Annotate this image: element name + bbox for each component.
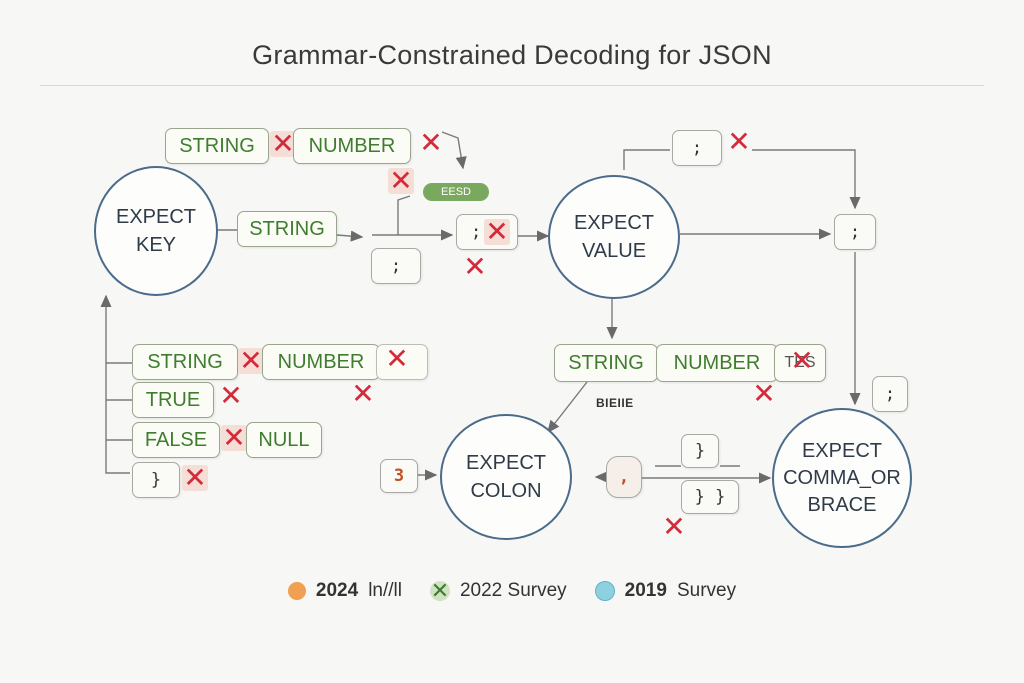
state-comma-line-1: EXPECT	[801, 439, 882, 462]
x-mark-icon: ✕	[385, 342, 409, 375]
x-mark-icon: ✕	[219, 379, 243, 412]
x-mark-icon: ✕	[270, 127, 296, 160]
token-number-value: NUMBER	[656, 344, 778, 382]
diagram-title: Grammar-Constrained Decoding for JSON	[252, 40, 772, 70]
state-value-line-1: EXPECT	[573, 212, 655, 234]
x-mark-icon: ✕	[388, 164, 414, 197]
state-key-line-1: EXPECT	[115, 206, 197, 228]
legend-dot-icon	[594, 581, 615, 601]
legend-item-2022: ✕ 2022 Survey	[429, 578, 567, 603]
edge-value-to-colon-diag	[547, 381, 588, 434]
x-mark-icon: ✕	[790, 344, 814, 377]
state-expect-value: EXPECT VALUE	[548, 175, 680, 299]
x-mark-icon: ✕	[752, 377, 776, 410]
state-comma-line-3: BRACE	[807, 493, 877, 516]
x-mark-icon: ✕	[419, 126, 443, 159]
state-colon-line-2: COLON	[470, 480, 542, 502]
token-semicolon-below: ;	[371, 248, 421, 284]
token-three: 3	[380, 459, 418, 493]
x-mark-icon: ✕	[484, 215, 510, 248]
token-colon-left	[376, 344, 428, 380]
legend-year-2024: 2024	[315, 580, 359, 601]
legend-label-2024: ln//ll	[368, 580, 402, 601]
token-tes: TES	[774, 344, 826, 382]
state-expect-comma-or-brace: EXPECT COMMA_OR BRACE	[772, 408, 912, 548]
title-divider	[40, 85, 984, 86]
token-string-key: STRING	[237, 211, 337, 247]
edge-branch-up	[397, 195, 411, 235]
legend-year-2019: 2019	[624, 580, 667, 601]
state-colon-line-1: EXPECT	[465, 452, 547, 474]
token-semicolon-far-right: ;	[872, 376, 908, 412]
legend-label-2019: Survey	[676, 580, 737, 601]
x-mark-icon: ✕	[182, 461, 208, 494]
smudge-label: BIEIIE	[596, 396, 634, 410]
token-false: FALSE	[132, 422, 220, 458]
token-brace-pair: } }	[681, 480, 739, 514]
state-value-line-2: VALUE	[581, 240, 647, 262]
token-true: TRUE	[132, 382, 214, 418]
token-semicolon-mid-label: ;	[471, 222, 482, 242]
token-brace-left: }	[132, 462, 180, 498]
state-expect-key: EXPECT KEY	[94, 166, 218, 296]
x-mark-icon: ✕	[662, 510, 686, 543]
edge-left-loop	[100, 294, 130, 474]
token-string-left: STRING	[132, 344, 238, 380]
legend-x-icon: ✕	[429, 578, 450, 603]
token-null: NULL	[246, 422, 322, 458]
token-string-value: STRING	[554, 344, 658, 382]
legend: 2024 ln//ll ✕ 2022 Survey 2019 Survey	[0, 580, 1024, 602]
token-brace-upper: }	[681, 434, 719, 468]
token-tes-label: TES	[784, 354, 816, 371]
badge-pill: EESD	[423, 183, 489, 201]
state-expect-colon: EXPECT COLON	[440, 414, 572, 540]
x-mark-icon: ✕	[463, 250, 487, 283]
legend-item-2019: 2019 Survey	[594, 580, 737, 602]
state-comma-line-2: COMMA_OR	[783, 466, 901, 489]
legend-item-2024: 2024 ln//ll	[287, 580, 402, 602]
x-mark-icon: ✕	[727, 125, 751, 158]
state-key-line-2: KEY	[135, 234, 177, 256]
token-semicolon-topright: ;	[672, 130, 722, 166]
edge-string-to-colon	[336, 230, 364, 242]
token-comma: ,	[606, 456, 642, 498]
legend-label-2022: 2022 Survey	[459, 580, 567, 601]
token-number-left: NUMBER	[262, 344, 380, 380]
token-string-top: STRING	[165, 128, 269, 164]
edge-top-right	[752, 149, 861, 210]
edge-top-to-badge	[441, 131, 467, 170]
x-mark-icon: ✕	[221, 421, 247, 454]
x-mark-icon: ✕	[238, 344, 264, 377]
token-number-top: NUMBER	[293, 128, 411, 164]
legend-dot-icon	[287, 582, 306, 600]
edge-top-loop	[623, 149, 670, 170]
x-mark-icon: ✕	[351, 377, 375, 410]
token-semicolon-right: ;	[834, 214, 876, 250]
